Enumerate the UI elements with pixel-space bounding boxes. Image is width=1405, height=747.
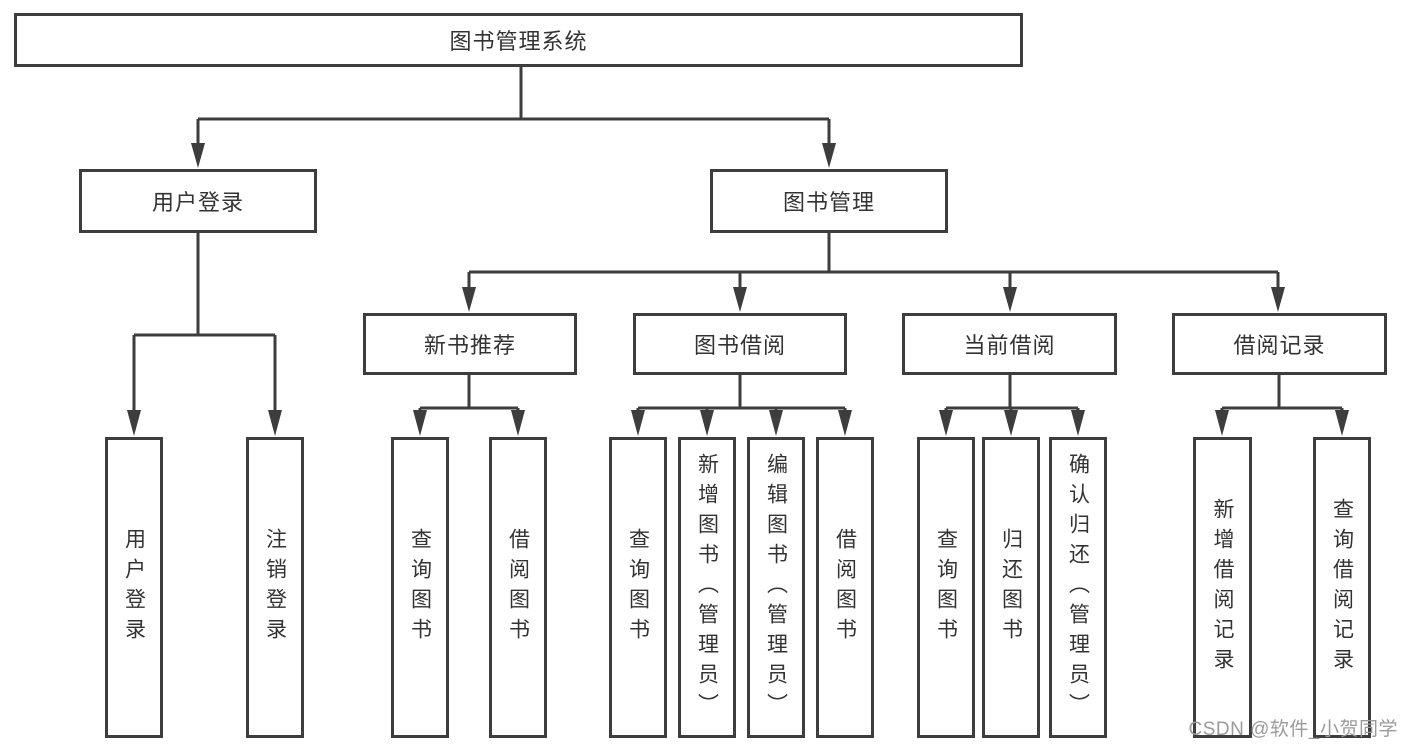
- leaf-user-login: 用户登录: [105, 437, 163, 738]
- node-current-borrow: 当前借阅: [902, 313, 1117, 375]
- csdn-watermark: CSDN @软件_小贺同学: [1188, 719, 1398, 740]
- leaf-borrow-book: 借阅图书: [816, 437, 874, 738]
- leaf-user-login-label: 用户登录: [122, 527, 146, 648]
- leaf-confirm-return-admin: 确认归还（管理员）: [1049, 437, 1107, 738]
- leaf-query-borrow-record-label: 查询借阅记录: [1330, 497, 1354, 678]
- leaf-current-query-book-label: 查询图书: [934, 527, 958, 648]
- node-new-book-recommend: 新书推荐: [363, 313, 577, 375]
- leaf-logout: 注销登录: [246, 437, 304, 738]
- leaf-recommend-query-book: 查询图书: [391, 437, 449, 738]
- node-new-book-recommend-label: 新书推荐: [423, 333, 516, 358]
- leaf-add-book-admin-label: 新增图书（管理员）: [695, 452, 719, 723]
- leaf-query-borrow-record: 查询借阅记录: [1313, 437, 1371, 738]
- leaf-edit-book-admin-label: 编辑图书（管理员）: [764, 452, 788, 723]
- leaf-return-book-label: 归还图书: [999, 527, 1023, 648]
- node-book-borrow: 图书借阅: [633, 313, 847, 375]
- node-user-login-label: 用户登录: [151, 190, 244, 215]
- leaf-add-book-admin: 新增图书（管理员）: [678, 437, 736, 738]
- leaf-borrow-query-book-label: 查询图书: [626, 527, 650, 648]
- leaf-borrow-book-label: 借阅图书: [833, 527, 857, 648]
- node-borrow-record-label: 借阅记录: [1233, 333, 1326, 358]
- node-book-management-label: 图书管理: [782, 190, 875, 215]
- leaf-recommend-query-book-label: 查询图书: [408, 527, 432, 648]
- leaf-logout-label: 注销登录: [263, 527, 287, 648]
- leaf-current-query-book: 查询图书: [917, 437, 975, 738]
- node-borrow-record: 借阅记录: [1172, 313, 1387, 375]
- leaf-edit-book-admin: 编辑图书（管理员）: [747, 437, 805, 738]
- leaf-add-borrow-record-label: 新增借阅记录: [1211, 497, 1234, 678]
- node-root: 图书管理系统: [14, 13, 1023, 67]
- node-book-borrow-label: 图书借阅: [693, 333, 786, 358]
- leaf-add-borrow-record: 新增借阅记录: [1193, 437, 1252, 738]
- leaf-borrow-query-book: 查询图书: [609, 437, 667, 738]
- leaf-recommend-borrow-book-label: 借阅图书: [506, 527, 530, 648]
- leaf-return-book: 归还图书: [982, 437, 1040, 738]
- node-book-management: 图书管理: [710, 169, 948, 233]
- node-user-login: 用户登录: [79, 169, 317, 233]
- leaf-confirm-return-admin-label: 确认归还（管理员）: [1066, 452, 1090, 723]
- node-root-label: 图书管理系统: [449, 29, 588, 54]
- leaf-recommend-borrow-book: 借阅图书: [489, 437, 547, 738]
- node-current-borrow-label: 当前借阅: [963, 333, 1056, 358]
